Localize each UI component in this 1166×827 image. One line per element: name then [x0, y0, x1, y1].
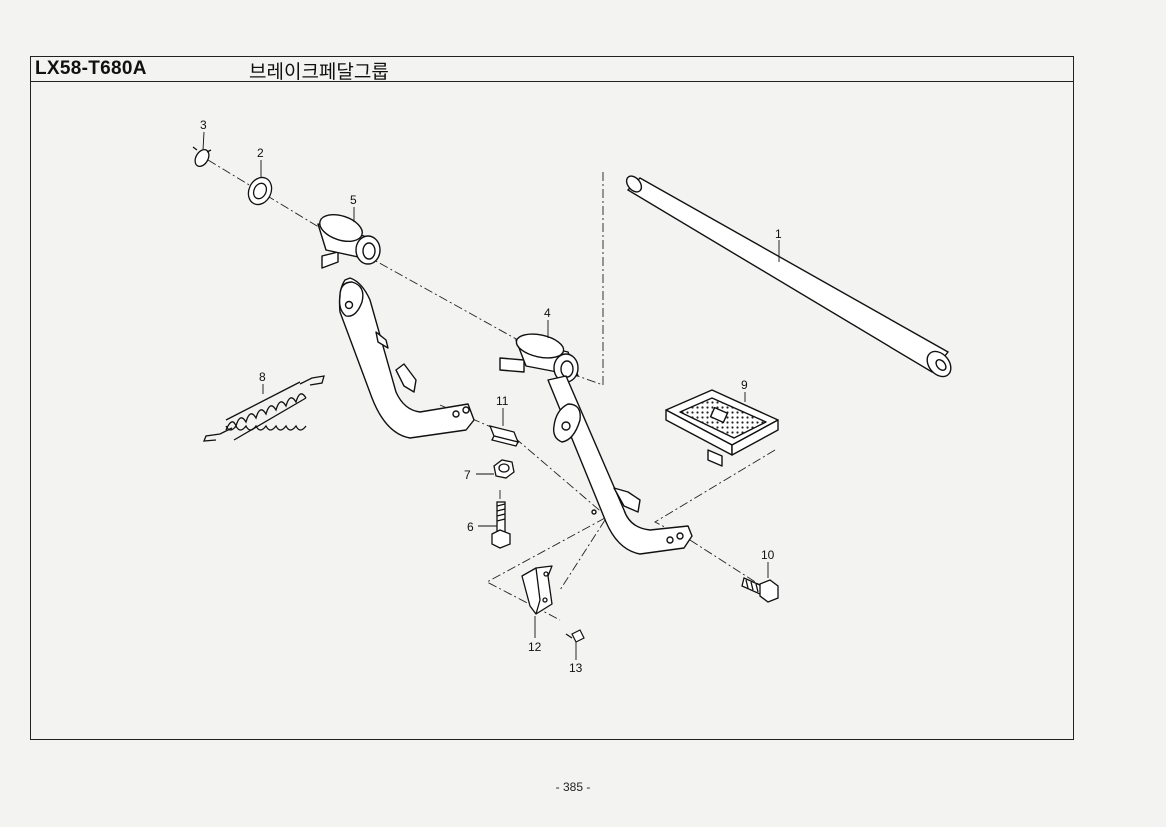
- callout-7: 7: [464, 468, 471, 482]
- snap-ring-part: [192, 146, 212, 168]
- shaft-part: [625, 175, 952, 378]
- callout-4: 4: [544, 306, 551, 320]
- callout-6: 6: [467, 520, 474, 534]
- pedal-arm-4-part: [499, 333, 693, 555]
- callout-8: 8: [259, 370, 266, 384]
- pedal-pad-part: [665, 389, 779, 467]
- screw-part: [565, 629, 585, 643]
- callout-9: 9: [741, 378, 748, 392]
- nut-part: [493, 459, 515, 479]
- bolt-10-part: [741, 577, 779, 603]
- bolt-6-part: [491, 501, 511, 549]
- callout-11: 11: [496, 394, 509, 408]
- model-code: LX58-T680A: [35, 58, 147, 79]
- callout-leaders: [202, 131, 780, 660]
- callout-13: 13: [569, 661, 583, 675]
- washer-part: [247, 176, 273, 206]
- callout-numbers: 3 2 5 4 1 8 9 11 7 6 10 12 13: [200, 118, 782, 675]
- pedal-arm-5-part: [317, 214, 475, 439]
- callout-5: 5: [350, 193, 357, 207]
- bracket-part: [521, 565, 553, 615]
- drawing-frame: LX58-T680A 브레이크페달그룹: [30, 56, 1074, 740]
- drawing-header: LX58-T680A 브레이크페달그룹: [31, 57, 1073, 83]
- callout-12: 12: [528, 640, 542, 654]
- callout-3: 3: [200, 118, 207, 132]
- page-number: - 385 -: [555, 780, 591, 794]
- callout-1: 1: [775, 227, 782, 241]
- key-part: [488, 425, 520, 447]
- callout-2: 2: [257, 146, 264, 160]
- callout-10: 10: [761, 548, 775, 562]
- spring-part: [203, 375, 325, 442]
- group-title: 브레이크페달그룹: [249, 61, 389, 83]
